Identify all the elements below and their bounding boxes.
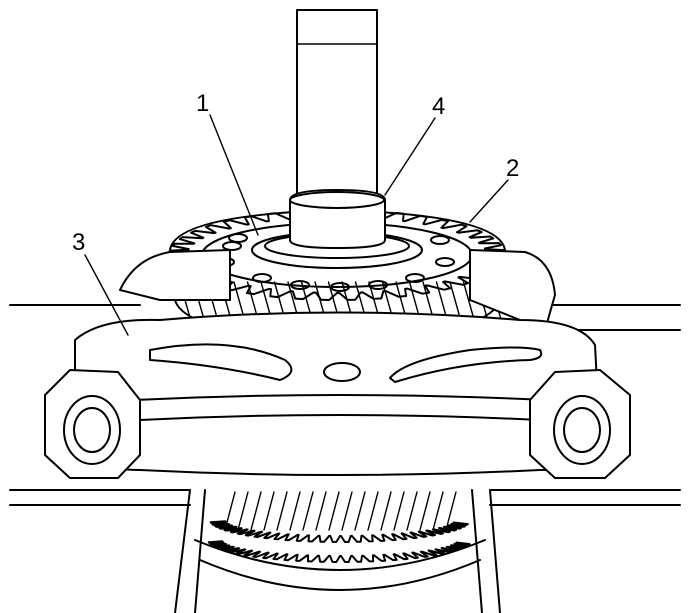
lower-gear-tooth-face <box>445 491 457 531</box>
lower-gear-tooth-face <box>393 491 405 531</box>
callout-4: 4 <box>432 93 445 120</box>
lower-gear-tooth-face <box>354 491 366 531</box>
upper-gear-hole <box>405 273 425 283</box>
callout-1: 1 <box>196 90 209 117</box>
press-adapter <box>289 189 386 249</box>
support-housing <box>174 489 501 613</box>
upper-gear-hole <box>228 233 248 243</box>
upper-gear-hole <box>290 280 310 290</box>
right-bolt <box>529 369 631 479</box>
upper-gear-hole <box>330 282 350 292</box>
lower-gear-tooth-face <box>328 491 340 531</box>
lower-gear-tooth-face <box>250 491 262 531</box>
lower-gear-tooth-face <box>380 491 392 531</box>
lower-gear-tooth-face <box>302 491 314 531</box>
lower-gear-tooth-face <box>315 491 327 531</box>
lower-gear-teeth-rear <box>207 540 471 563</box>
lower-gear-tooth-face <box>419 491 431 531</box>
lower-gear-tooth-face <box>432 491 444 531</box>
left-bolt <box>44 369 141 479</box>
lower-gear-tooth-face <box>263 491 275 531</box>
lower-gear-tooth-face <box>276 491 288 531</box>
callout-3: 3 <box>72 229 85 256</box>
lower-gear-tooth-face <box>406 491 418 531</box>
lower-gear-tooth-face <box>367 491 379 531</box>
puller-body <box>74 249 601 476</box>
lower-gear-tooth-face <box>289 491 301 531</box>
lower-gear-tooth-face <box>237 491 249 531</box>
callout-leaders <box>84 114 509 336</box>
press-ram <box>296 9 378 196</box>
lower-gear-teeth-front <box>209 520 469 543</box>
lower-gear-tooth-face <box>341 491 353 531</box>
lower-gear-tooth-face <box>224 491 236 531</box>
lower-gear <box>207 491 471 563</box>
upper-gear-hole <box>252 273 272 283</box>
upper-gear-hole <box>430 235 450 245</box>
upper-gear-hole <box>435 257 455 267</box>
upper-gear-hole <box>368 280 388 290</box>
callout-2: 2 <box>506 155 519 182</box>
